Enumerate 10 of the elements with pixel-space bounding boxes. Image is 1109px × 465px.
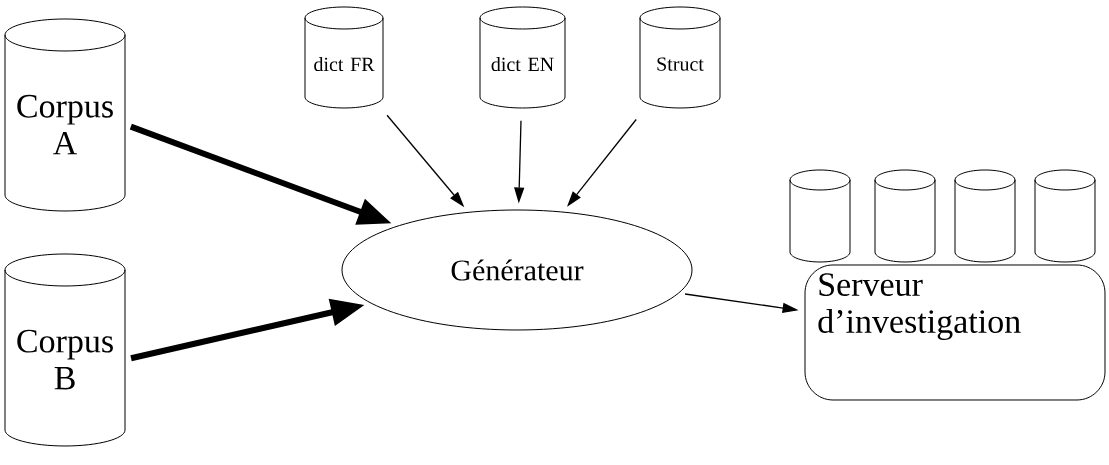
database-cylinder: Corpus A [4, 18, 126, 212]
database-cylinder: Corpus B [4, 253, 126, 447]
database-cylinder: dict FR [304, 6, 384, 109]
database-cylinder [1034, 169, 1096, 263]
database-cylinder [954, 169, 1016, 263]
database-cylinder [789, 169, 851, 263]
database-cylinder: dict EN [479, 6, 566, 109]
database-cylinder [874, 169, 936, 263]
server-box: Serveur d’investigation [804, 264, 1106, 401]
database-cylinder: Struct [639, 6, 721, 109]
